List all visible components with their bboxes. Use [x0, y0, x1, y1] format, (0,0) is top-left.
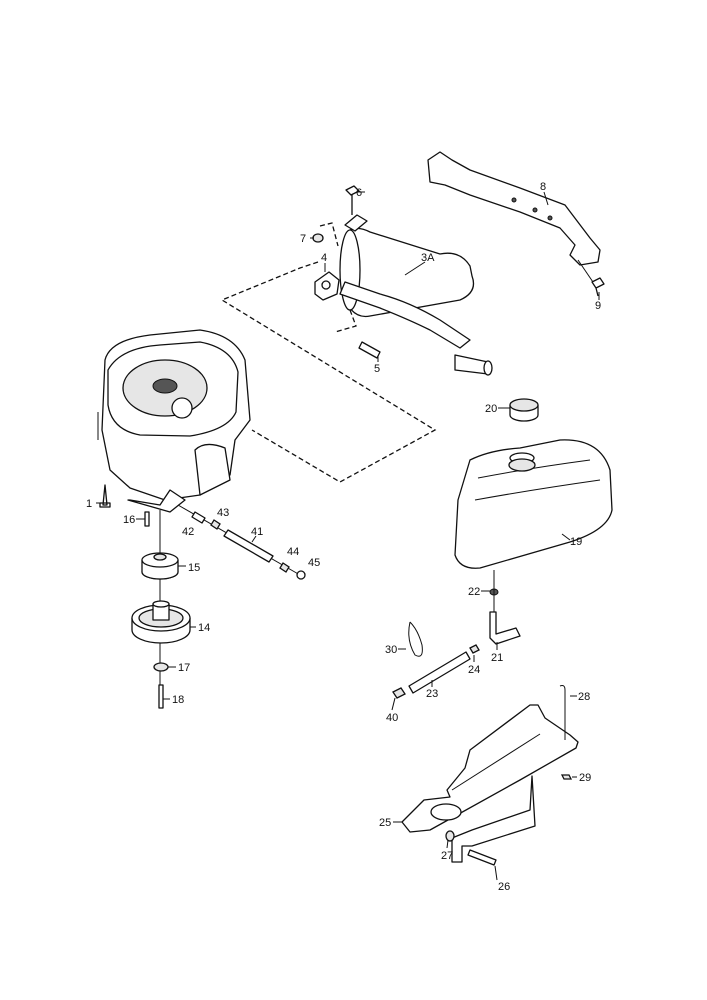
label-41: 41 — [251, 526, 263, 538]
label-44: 44 — [287, 546, 299, 558]
pin-16 — [144, 511, 150, 527]
label-6: 6 — [356, 187, 362, 199]
pulley-14 — [131, 600, 191, 644]
fuel-cap — [509, 398, 539, 422]
label-30: 30 — [385, 644, 397, 656]
label-15: 15 — [188, 562, 200, 574]
muffler-bracket — [427, 151, 601, 286]
label-21: 21 — [491, 652, 503, 664]
label-23: 23 — [426, 688, 438, 700]
label-14: 14 — [198, 622, 210, 634]
bolt-1 — [99, 484, 111, 508]
clamp-24 — [469, 644, 480, 654]
label-20: 20 — [485, 403, 497, 415]
bolt-9 — [591, 277, 605, 297]
label-22: 22 — [468, 586, 480, 598]
label-17: 17 — [178, 662, 190, 674]
fuel-hose-41 — [223, 529, 274, 563]
engine — [97, 329, 251, 513]
pulley-15 — [141, 552, 179, 580]
muffler — [339, 214, 493, 376]
fitting-45 — [296, 570, 306, 580]
label-42: 42 — [182, 526, 194, 538]
cable-tie-30 — [408, 621, 423, 657]
label-40: 40 — [386, 712, 398, 724]
washer-27 — [445, 830, 455, 842]
label-5: 5 — [374, 363, 380, 375]
bolt-26 — [467, 849, 497, 866]
label-28: 28 — [578, 691, 590, 703]
nut-29 — [560, 774, 573, 780]
part-labels: 6 8 7 4 3A 9 5 20 1 16 42 43 41 44 45 19… — [86, 181, 601, 893]
washer-17 — [153, 662, 169, 672]
fuel-tank — [454, 439, 613, 569]
bolt-5 — [358, 341, 381, 359]
label-25: 25 — [379, 817, 391, 829]
shutoff-valve-21 — [489, 611, 521, 645]
leader-lines — [96, 191, 600, 881]
label-1: 1 — [86, 498, 92, 510]
label-45: 45 — [308, 557, 320, 569]
label-18: 18 — [172, 694, 184, 706]
bolt-6 — [345, 185, 360, 215]
label-29: 29 — [579, 772, 591, 784]
label-26: 26 — [498, 881, 510, 893]
fitting-42 — [191, 511, 206, 524]
label-9: 9 — [595, 300, 601, 312]
tank-mounting-plate — [401, 704, 579, 863]
clamp-43 — [210, 519, 221, 530]
label-3A: 3A — [421, 252, 435, 264]
label-8: 8 — [540, 181, 546, 193]
label-16: 16 — [123, 514, 135, 526]
bolt-18 — [158, 684, 164, 709]
label-19: 19 — [570, 536, 582, 548]
fuel-hose-23 — [408, 651, 471, 694]
label-4: 4 — [321, 252, 327, 264]
label-24: 24 — [468, 664, 480, 676]
nut-7 — [312, 233, 324, 243]
label-43: 43 — [217, 507, 229, 519]
clamp-40 — [392, 687, 406, 699]
clamp-44 — [279, 562, 290, 573]
label-27: 27 — [441, 850, 453, 862]
label-7: 7 — [300, 233, 306, 245]
